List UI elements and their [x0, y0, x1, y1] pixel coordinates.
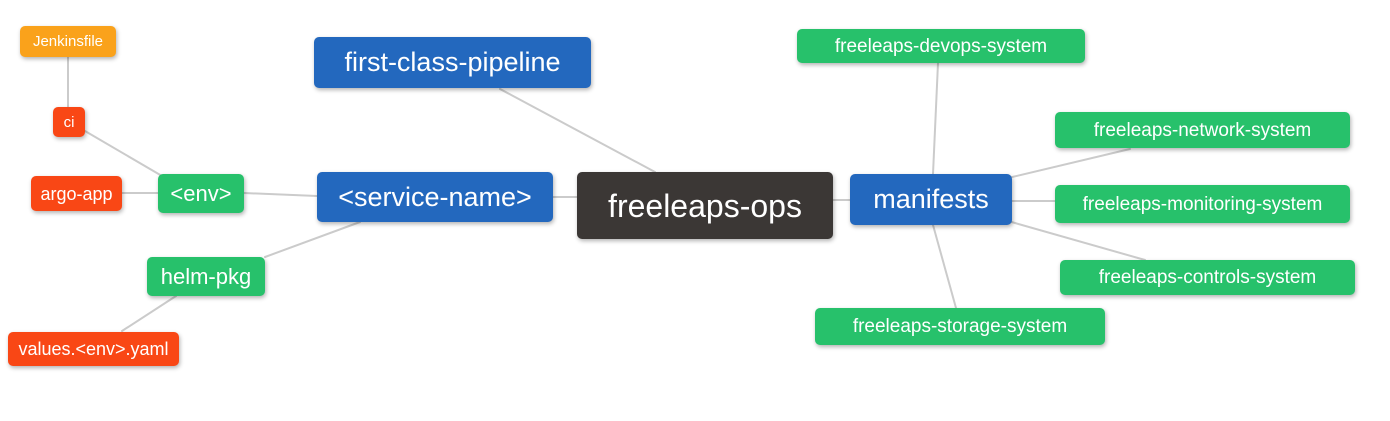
- node-jenkinsfile[interactable]: Jenkinsfile: [20, 26, 116, 57]
- edge-manifests-controls: [1007, 220, 1146, 261]
- node-freeleaps-devops-system[interactable]: freeleaps-devops-system: [797, 29, 1085, 63]
- node-freeleaps-monitoring-system[interactable]: freeleaps-monitoring-system: [1055, 185, 1350, 223]
- edge-values-helm-pkg: [121, 295, 177, 332]
- node-freeleaps-ops[interactable]: freeleaps-ops: [577, 172, 833, 239]
- edge-pipeline-ops: [499, 88, 656, 173]
- node-values-env-yaml[interactable]: values.<env>.yaml: [8, 332, 179, 366]
- edge-helm-pkg-service-name: [264, 221, 361, 258]
- node-argo-app[interactable]: argo-app: [31, 176, 122, 211]
- node-helm-pkg[interactable]: helm-pkg: [147, 257, 265, 296]
- node-first-class-pipeline[interactable]: first-class-pipeline: [314, 37, 591, 88]
- edge-manifests-storage: [932, 224, 957, 309]
- edge-env-service-name: [243, 192, 318, 197]
- node-freeleaps-storage-system[interactable]: freeleaps-storage-system: [815, 308, 1105, 345]
- node-ci[interactable]: ci: [53, 107, 85, 137]
- edge-manifests-network: [1007, 148, 1131, 179]
- node-freeleaps-controls-system[interactable]: freeleaps-controls-system: [1060, 260, 1355, 295]
- node-service-name[interactable]: <service-name>: [317, 172, 553, 222]
- node-env[interactable]: <env>: [158, 174, 244, 213]
- edge-manifests-devops: [932, 62, 939, 175]
- edge-ci-env: [84, 130, 163, 177]
- node-freeleaps-network-system[interactable]: freeleaps-network-system: [1055, 112, 1350, 148]
- node-manifests[interactable]: manifests: [850, 174, 1012, 225]
